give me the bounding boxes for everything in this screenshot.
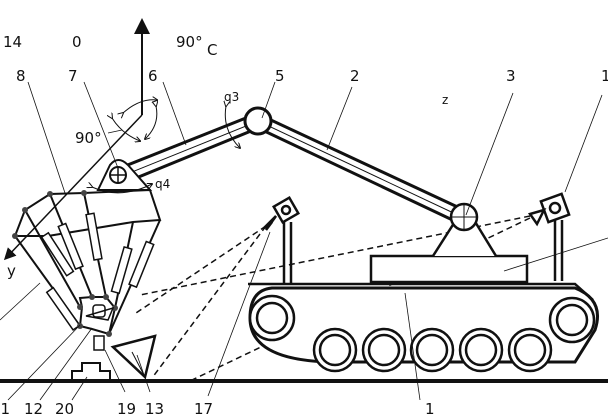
label-3: 3 <box>506 67 516 85</box>
label-0: 0 <box>72 33 82 51</box>
label-1-bottom: 1 <box>425 400 435 418</box>
label-7: 7 <box>68 67 78 85</box>
label-5: 5 <box>275 67 285 85</box>
coordinate-axes <box>3 18 157 261</box>
label-13: 13 <box>145 400 164 418</box>
label-q4: q4 <box>155 177 170 191</box>
label-90-top: 90° <box>176 33 203 51</box>
label-y: y <box>7 262 16 280</box>
tool-19 <box>93 335 105 351</box>
label-90-left: 90° <box>75 129 102 147</box>
label-c: C <box>207 41 217 59</box>
label-6: 6 <box>148 67 158 85</box>
label-2: 2 <box>350 67 360 85</box>
label-12: 12 <box>24 400 43 418</box>
label-19: 19 <box>117 400 136 418</box>
joint-5 <box>243 106 273 136</box>
label-14: 14 <box>3 33 22 51</box>
labels: 14 0 90° C 8 7 6 5 q3 2 3 1 z 90° q4 y 1… <box>0 33 608 418</box>
label-z: z <box>442 93 448 107</box>
object-20 <box>71 362 111 379</box>
leader-lines <box>0 81 608 401</box>
target-pyramid-13 <box>110 334 157 380</box>
manipulator-arm <box>92 106 498 257</box>
label-8: 8 <box>16 67 26 85</box>
label-1-top: 1 <box>601 67 608 85</box>
label-20: 20 <box>55 400 74 418</box>
label-q3: q3 <box>224 90 239 104</box>
label-11: 11 <box>0 400 10 418</box>
camera-17 <box>263 195 301 284</box>
camera-1 <box>527 192 571 281</box>
parallel-platform <box>12 188 162 380</box>
label-17: 17 <box>194 400 213 418</box>
tracked-vehicle <box>248 254 599 373</box>
